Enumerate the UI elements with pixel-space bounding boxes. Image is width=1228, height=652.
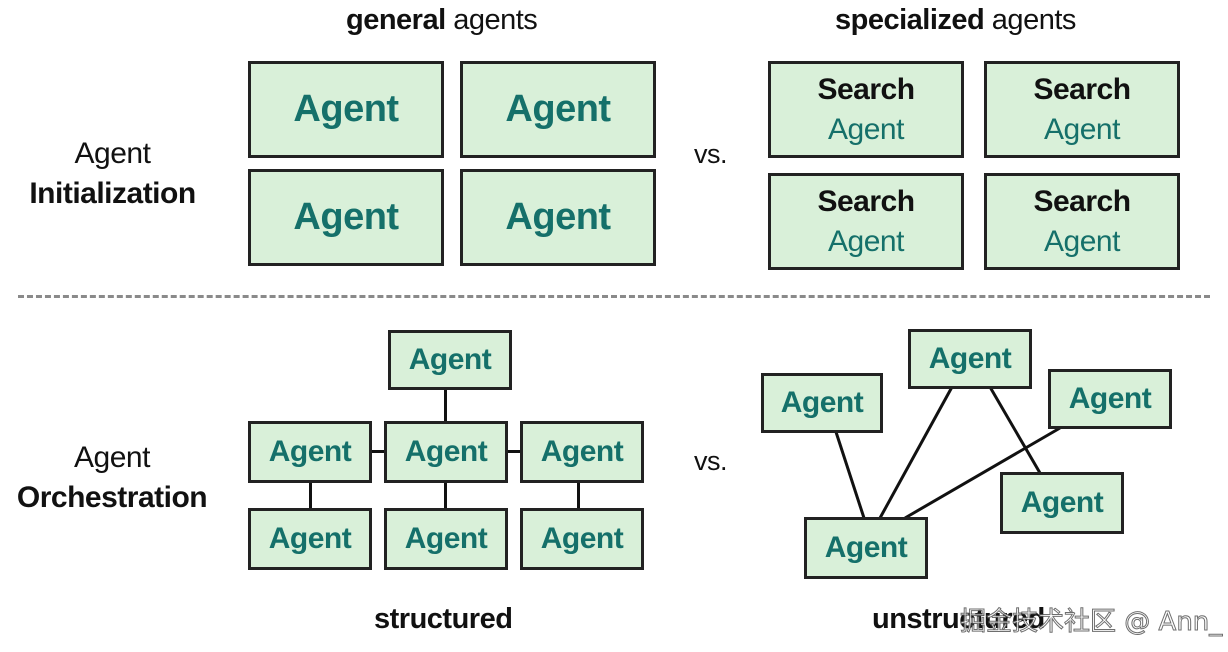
agent-orchestration-label: Agent Orchestration bbox=[8, 438, 216, 518]
structured-root-agent: Agent bbox=[388, 330, 512, 390]
search-agent-box: Search Agent bbox=[984, 61, 1180, 158]
agent-name-label: Agent bbox=[1044, 224, 1120, 258]
search-role-label: Search bbox=[817, 184, 915, 218]
unstructured-agent-box: Agent bbox=[761, 373, 883, 433]
row-label-line1: Agent bbox=[74, 137, 151, 170]
agent-initialization-label: Agent Initialization bbox=[20, 134, 205, 214]
connector-line bbox=[904, 426, 1061, 520]
connector-line bbox=[878, 386, 954, 519]
connector-line bbox=[444, 388, 447, 422]
general-agent-box: Agent bbox=[460, 169, 656, 266]
general-agents-title: general agents bbox=[346, 4, 538, 36]
structured-caption: structured bbox=[374, 603, 513, 635]
general-agent-box: Agent bbox=[460, 61, 656, 158]
connector-line bbox=[371, 450, 385, 453]
agent-name-label: Agent bbox=[1044, 112, 1120, 146]
connector-line bbox=[309, 482, 312, 509]
connector-line bbox=[507, 450, 521, 453]
search-role-label: Search bbox=[1033, 72, 1131, 106]
structured-agent-box: Agent bbox=[520, 421, 644, 483]
row-label-line2: Orchestration bbox=[16, 481, 208, 514]
unstructured-agent-box: Agent bbox=[908, 329, 1032, 389]
connector-line bbox=[444, 482, 447, 509]
search-agent-box: Search Agent bbox=[984, 173, 1180, 270]
connector-line bbox=[988, 386, 1042, 474]
structured-agent-box: Agent bbox=[520, 508, 644, 570]
search-agent-box: Search Agent bbox=[768, 173, 964, 270]
specialized-agents-title: specialized agents bbox=[835, 4, 1076, 36]
unstructured-agent-box: Agent bbox=[804, 517, 928, 579]
agent-name-label: Agent bbox=[828, 112, 904, 146]
agent-name-label: Agent bbox=[828, 224, 904, 258]
connector-line bbox=[834, 431, 866, 519]
unstructured-agent-box: Agent bbox=[1000, 472, 1124, 534]
search-agent-box: Search Agent bbox=[768, 61, 964, 158]
vs-label-bottom: vs. bbox=[694, 446, 728, 476]
structured-agent-box: Agent bbox=[248, 508, 372, 570]
section-divider bbox=[18, 295, 1210, 298]
row-label-line2: Initialization bbox=[29, 177, 196, 210]
structured-agent-box: Agent bbox=[248, 421, 372, 483]
search-role-label: Search bbox=[817, 72, 915, 106]
row-label-line1: Agent bbox=[74, 441, 150, 474]
structured-agent-box: Agent bbox=[384, 508, 508, 570]
search-role-label: Search bbox=[1033, 184, 1131, 218]
unstructured-caption: unstructured bbox=[872, 603, 1045, 635]
connector-line bbox=[577, 482, 580, 509]
vs-label-top: vs. bbox=[694, 139, 728, 169]
general-agent-box: Agent bbox=[248, 61, 444, 158]
unstructured-agent-box: Agent bbox=[1048, 369, 1172, 429]
structured-agent-box: Agent bbox=[384, 421, 508, 483]
watermark-text: 掘金技术社区 @ Ann_ bbox=[959, 607, 1223, 638]
general-agent-box: Agent bbox=[248, 169, 444, 266]
